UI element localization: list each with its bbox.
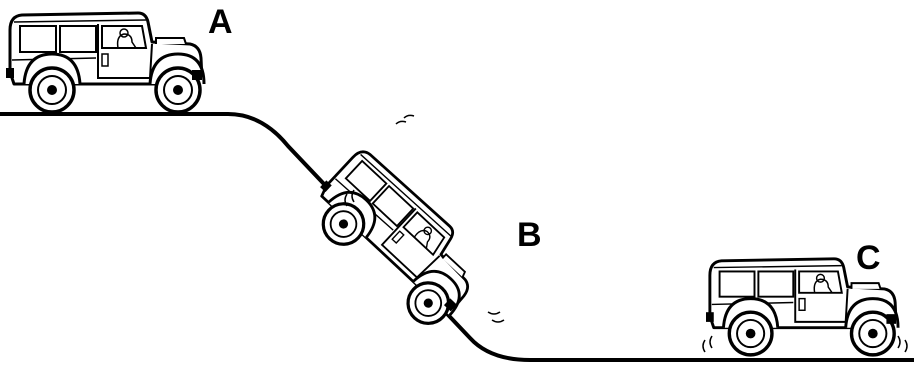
label-b: B <box>517 218 542 252</box>
vehicle-b <box>299 143 494 334</box>
label-c: C <box>856 241 881 275</box>
vehicle-a <box>6 13 204 112</box>
label-a: A <box>208 5 233 39</box>
